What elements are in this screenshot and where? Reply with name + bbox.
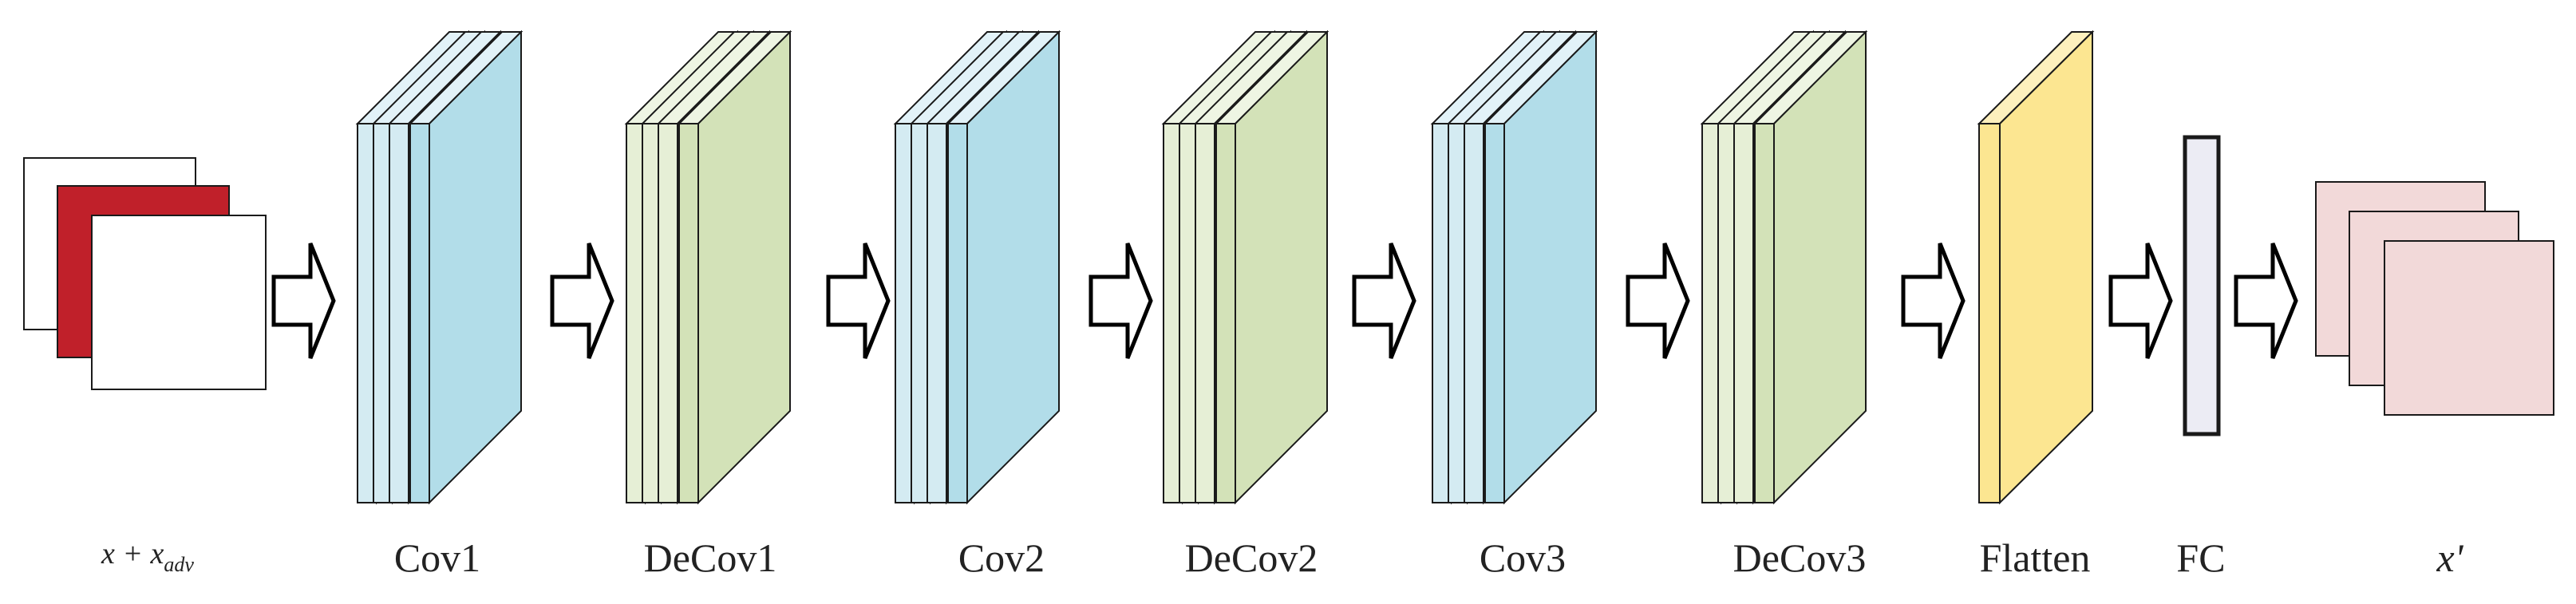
cov2-layer-block [893, 30, 1061, 505]
fc-bar [2183, 135, 2221, 436]
block-right-arrow-icon [2234, 243, 2298, 359]
slab-front [658, 123, 678, 503]
decov2-label: DeCov2 [1184, 535, 1318, 580]
decov3-label: DeCov3 [1732, 535, 1867, 580]
slab-front [389, 123, 409, 503]
input-frame-front [91, 215, 267, 390]
decov1-layer-block [624, 30, 792, 505]
cov1-label: Cov1 [393, 535, 481, 580]
block-right-arrow-icon [826, 243, 891, 359]
slab-front [678, 123, 699, 503]
slab-front [1484, 123, 1505, 503]
slab-front [1195, 123, 1215, 503]
output-label: x' [2436, 535, 2463, 580]
slab-front [1464, 123, 1484, 503]
input-label: x + xadv [101, 537, 194, 576]
decov3-layer-block [1700, 30, 1868, 505]
slab-front [947, 123, 968, 503]
cov1-layer-block [355, 30, 523, 505]
decov2-layer-block [1161, 30, 1329, 505]
cov2-label: Cov2 [958, 535, 1045, 580]
block-right-arrow-icon [1088, 243, 1153, 359]
slab-front [1978, 123, 2001, 503]
output-stack [2315, 181, 2554, 416]
input-stack [23, 157, 267, 390]
cov3-layer-block [1430, 30, 1598, 505]
block-right-arrow-icon [1901, 243, 1966, 359]
block-right-arrow-icon [1626, 243, 1690, 359]
block-right-arrow-icon [2108, 243, 2173, 359]
block-right-arrow-icon [1352, 243, 1416, 359]
cov3-label: Cov3 [1479, 535, 1567, 580]
thick-plate [1214, 30, 1329, 505]
thick-plate [946, 30, 1061, 505]
flatten-label: Flatten [1979, 535, 2091, 580]
slab-front [926, 123, 947, 503]
decov1-label: DeCov1 [643, 535, 777, 580]
slab-front [409, 123, 430, 503]
thick-plate [1483, 30, 1598, 505]
fc-layer-block [2183, 135, 2221, 436]
arrows [271, 243, 2298, 359]
slab-front [1754, 123, 1775, 503]
thick-plate [677, 30, 792, 505]
thick-plate [1752, 30, 1868, 505]
output-frame-front [2384, 240, 2554, 416]
block-right-arrow-icon [271, 243, 336, 359]
flatten-plate [1977, 30, 2095, 505]
slab-front [1733, 123, 1754, 503]
block-right-arrow-icon [550, 243, 614, 359]
flatten-layer-block [1977, 30, 2095, 505]
fc-label: FC [2176, 535, 2226, 580]
slab-front [1215, 123, 1236, 503]
thick-plate [408, 30, 523, 505]
